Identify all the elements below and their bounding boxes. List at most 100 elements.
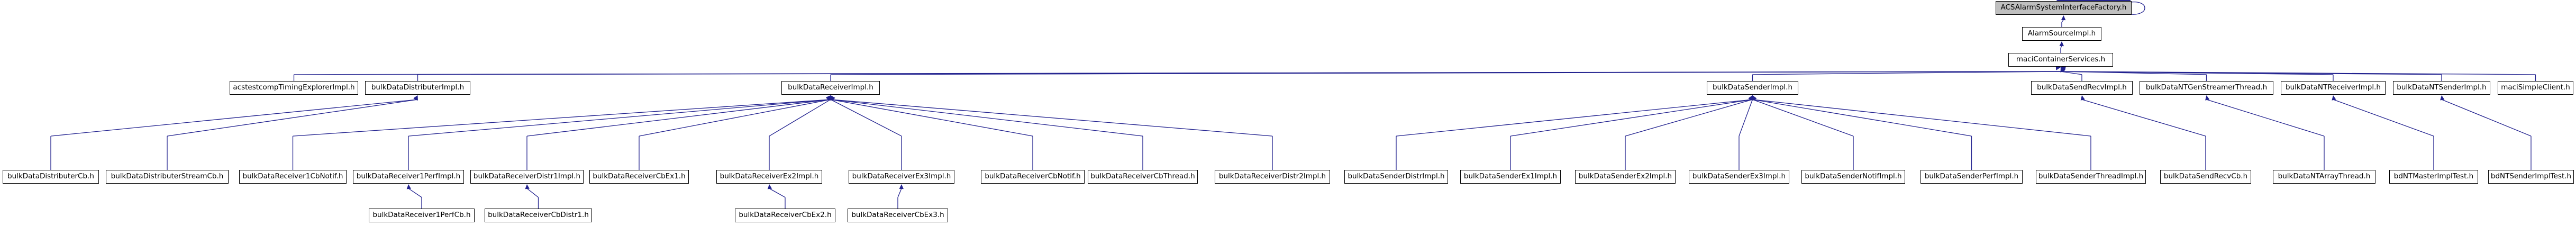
edge-line [167, 99, 418, 137]
edge-arrowhead [826, 95, 831, 101]
edge-arrowhead [413, 95, 418, 101]
graph-node-label: bdNTMasterImplTest.h [2393, 172, 2474, 181]
graph-node[interactable]: bulkDataSenderImpl.h [1707, 81, 1798, 95]
graph-node[interactable]: bulkDataSenderPerfImpl.h [1920, 170, 2023, 184]
graph-node[interactable]: bulkDataSendRecvImpl.h [2031, 81, 2133, 95]
edge-arrowhead [2205, 95, 2210, 101]
edge-line [2061, 19, 2064, 23]
graph-node[interactable]: maciContainerServices.h [2008, 53, 2113, 67]
edge-arrowhead [1751, 95, 1756, 101]
graph-node-label: maciSimpleClient.h [2501, 83, 2570, 92]
graph-node[interactable]: bulkDataReceiver1PerfImpl.h [353, 170, 464, 184]
graph-node[interactable]: bulkDataReceiverDistr2Impl.h [1215, 170, 1330, 184]
graph-node-label: bulkDataReceiverCbThread.h [1090, 172, 1195, 181]
graph-node[interactable]: maciSimpleClient.h [2498, 81, 2573, 95]
edge-arrowhead [2061, 15, 2066, 21]
edge-arrowhead [1749, 95, 1754, 101]
graph-node-label: bulkDataSenderDistrImpl.h [1348, 172, 1445, 181]
edge-arrowhead [826, 95, 831, 101]
graph-node-label: bulkDataReceiverCbNotif.h [985, 172, 1081, 181]
graph-node[interactable]: bdNTMasterImplTest.h [2389, 170, 2478, 184]
graph-node-label: bulkDataSenderNotifImpl.h [1805, 172, 1902, 181]
graph-node-label: bulkDataNTGenStreamerThread.h [2145, 83, 2268, 92]
graph-node[interactable]: bulkDataSenderEx3Impl.h [1689, 170, 1789, 184]
graph-node[interactable]: bulkDataSenderEx2Impl.h [1575, 170, 1676, 184]
edge-arrowhead [1750, 95, 1755, 101]
edge-line [1396, 99, 1753, 137]
graph-node[interactable]: bulkDataReceiverCbThread.h [1088, 170, 1198, 184]
graph-node[interactable]: bulkDataSenderEx1Impl.h [1460, 170, 1561, 184]
graph-node[interactable]: bulkDataSenderNotifImpl.h [1801, 170, 1905, 184]
graph-node[interactable]: bulkDataSendRecvCb.h [2160, 170, 2251, 184]
edge-arrowhead [1748, 95, 1753, 101]
graph-node-label: bulkDataNTSenderImpl.h [2397, 83, 2487, 92]
graph-node[interactable]: bulkDataNTReceiverImpl.h [2281, 81, 2386, 95]
edge-line [2060, 71, 2334, 75]
graph-node[interactable]: bulkDataDistributerStreamCb.h [106, 170, 229, 184]
edge-line [294, 71, 2061, 75]
graph-node-label: AlarmSourceImpl.h [2027, 29, 2096, 38]
graph-node-label: bulkDataReceiverCbEx3.h [851, 211, 944, 220]
edge-arrowhead [827, 95, 832, 101]
graph-node[interactable]: bulkDataReceiver1CbNotif.h [239, 170, 347, 184]
edge-line [1752, 71, 2061, 75]
graph-node-label: bulkDataReceiverCbEx1.h [593, 172, 686, 181]
graph-node-label: bulkDataSenderThreadImpl.h [2038, 172, 2144, 181]
graph-node-label: bulkDataReceiverCbEx2.h [739, 211, 832, 220]
graph-node-label: bulkDataSenderEx3Impl.h [1692, 172, 1786, 181]
edge-arrowhead [1752, 95, 1756, 101]
edge-arrowhead [1749, 95, 1753, 101]
edge-arrowhead [406, 184, 411, 189]
graph-node[interactable]: bulkDataSenderThreadImpl.h [2036, 170, 2146, 184]
edge-line [1625, 99, 1753, 137]
graph-node-label: bulkDataReceiver1PerfCb.h [372, 211, 471, 220]
edge-line [50, 99, 418, 137]
graph-node[interactable]: bulkDataReceiverCbEx1.h [589, 170, 689, 184]
edge-arrowhead [2080, 95, 2085, 101]
edge-line [2060, 71, 2536, 75]
edge-line [897, 188, 902, 198]
edge-line [1738, 99, 1753, 137]
graph-node[interactable]: bulkDataDistributerCb.h [3, 170, 99, 184]
graph-node-label: bulkDataReceiverCbDistr1.h [488, 211, 589, 220]
graph-node[interactable]: bulkDataReceiverEx3Impl.h [849, 170, 954, 184]
edge-line [2060, 71, 2082, 75]
graph-node[interactable]: bulkDataReceiver1PerfCb.h [369, 209, 475, 222]
edge-arrowhead [1752, 95, 1757, 101]
edge-line [830, 99, 1033, 137]
graph-node[interactable]: AlarmSourceImpl.h [2022, 27, 2101, 41]
graph-node[interactable]: bulkDataNTArrayThread.h [2273, 170, 2375, 184]
graph-node[interactable]: bulkDataNTGenStreamerThread.h [2140, 81, 2273, 95]
edge-line [1752, 99, 2091, 137]
graph-node[interactable]: bulkDataReceiverCbNotif.h [981, 170, 1085, 184]
graph-node[interactable]: bulkDataReceiverImpl.h [781, 81, 880, 95]
graph-node[interactable]: bulkDataReceiverEx2Impl.h [716, 170, 822, 184]
graph-node[interactable]: acstestcompTimingExplorerImpl.h [230, 81, 358, 95]
edge-line [293, 99, 831, 137]
edge-line [408, 99, 831, 137]
graph-node-label: bulkDataNTArrayThread.h [2278, 172, 2371, 181]
edge-line [769, 99, 831, 137]
graph-node[interactable]: bulkDataReceiverCbEx3.h [848, 209, 948, 222]
graph-node[interactable]: ACSAlarmSystemInterfaceFactory.h [1996, 1, 2132, 15]
graph-node[interactable]: bulkDataReceiverCbEx2.h [735, 209, 835, 222]
graph-node-label: bulkDataReceiverEx2Impl.h [720, 172, 819, 181]
graph-node[interactable]: bulkDataReceiverCbDistr1.h [485, 209, 592, 222]
graph-node[interactable]: bulkDataDistributerImpl.h [365, 81, 470, 95]
graph-node-label: bulkDataSenderPerfImpl.h [1924, 172, 2019, 181]
edge-line [408, 188, 422, 198]
graph-node-label: bulkDataSendRecvImpl.h [2037, 83, 2127, 92]
edge-arrowhead [825, 95, 831, 101]
edge-line [2060, 71, 2207, 75]
edge-line [639, 99, 831, 137]
graph-node[interactable]: bulkDataNTSenderImpl.h [2393, 81, 2490, 95]
graph-node[interactable]: bulkDataSenderDistrImpl.h [1344, 170, 1448, 184]
edge-line [2206, 99, 2325, 137]
graph-node-label: maciContainerServices.h [2016, 55, 2106, 64]
graph-node[interactable]: bdNTSenderImplTest.h [2488, 170, 2574, 184]
graph-node[interactable]: bulkDataReceiverDistr1Impl.h [470, 170, 584, 184]
edge-arrowhead [414, 95, 418, 101]
graph-node-label: bulkDataDistributerStreamCb.h [111, 172, 224, 181]
edge-arrowhead [525, 184, 530, 189]
